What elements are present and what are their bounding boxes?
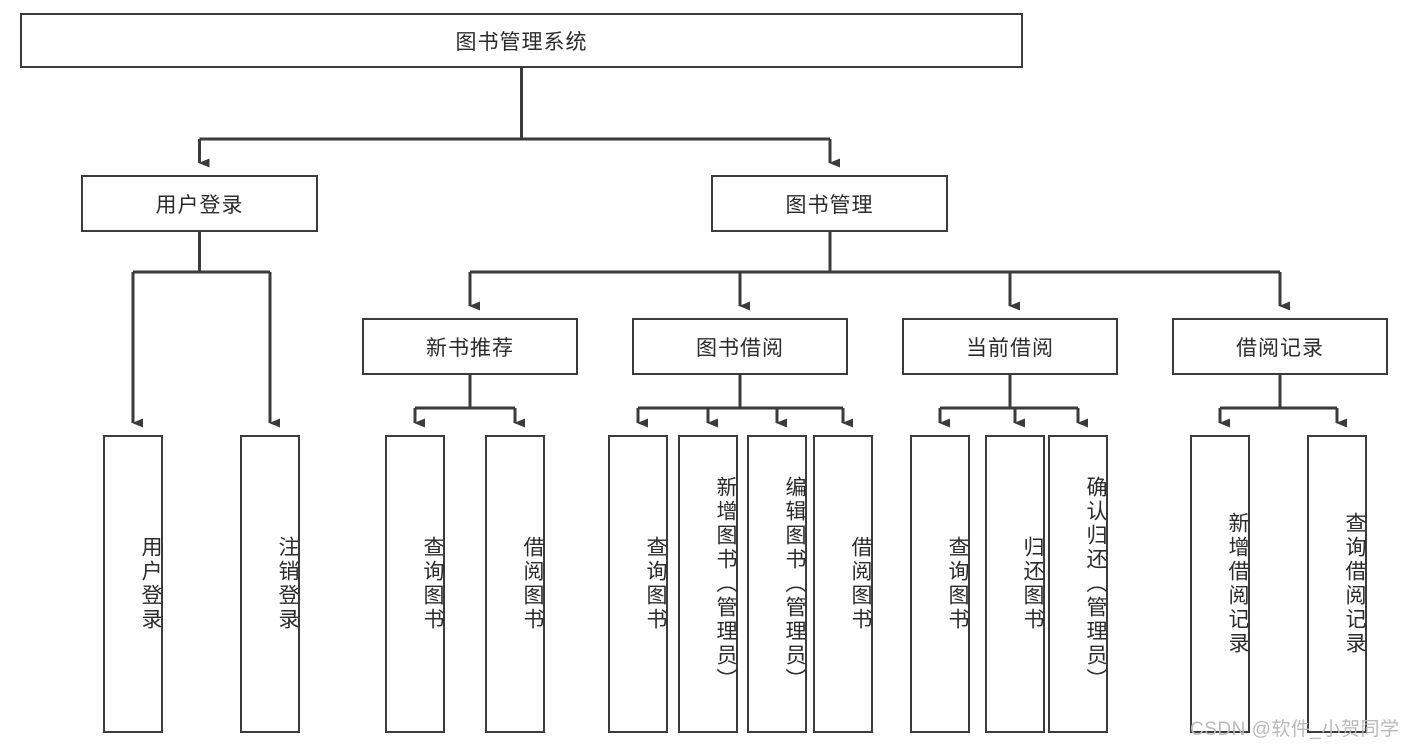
node-user-login[interactable]: 用户登录 xyxy=(81,175,318,232)
watermark: CSDN @软件_小贺同学 xyxy=(1190,719,1400,740)
node-label: 借阅图书 xyxy=(521,536,544,632)
node-label: 查询图书 xyxy=(946,536,969,632)
leaf-query-books-recommend[interactable]: 查询图书 xyxy=(385,435,445,733)
node-label: 图书管理 xyxy=(785,193,874,217)
leaf-edit-book-admin[interactable]: 编辑图书（管理员） xyxy=(747,435,807,733)
leaf-query-books-current[interactable]: 查询图书 xyxy=(910,435,970,733)
node-root[interactable]: 图书管理系统 xyxy=(20,13,1023,68)
leaf-add-borrow-record[interactable]: 新增借阅记录 xyxy=(1190,435,1250,733)
node-label: 借阅记录 xyxy=(1236,336,1324,360)
leaf-borrow-books-recommend[interactable]: 借阅图书 xyxy=(485,435,545,733)
node-book-borrow[interactable]: 图书借阅 xyxy=(632,318,848,375)
node-book-management[interactable]: 图书管理 xyxy=(711,175,948,232)
node-label: 借阅图书 xyxy=(849,536,872,632)
node-label: 用户登录 xyxy=(155,193,244,217)
leaf-logout[interactable]: 注销登录 xyxy=(240,435,300,733)
node-label: 当前借阅 xyxy=(966,336,1054,360)
leaf-add-book-admin[interactable]: 新增图书（管理员） xyxy=(678,435,738,733)
node-label: 用户登录 xyxy=(139,536,162,632)
node-label: 编辑图书（管理员） xyxy=(783,476,806,692)
node-label: 查询图书 xyxy=(644,536,667,632)
node-label: 新增借阅记录 xyxy=(1226,512,1249,656)
leaf-return-books[interactable]: 归还图书 xyxy=(985,435,1045,733)
node-label: 图书借阅 xyxy=(696,336,784,360)
leaf-user-login[interactable]: 用户登录 xyxy=(103,435,163,733)
node-current-borrow[interactable]: 当前借阅 xyxy=(902,318,1118,375)
node-label: 归还图书 xyxy=(1021,536,1044,632)
leaf-query-books-borrow[interactable]: 查询图书 xyxy=(608,435,668,733)
leaf-borrow-books[interactable]: 借阅图书 xyxy=(813,435,873,733)
node-label: 图书管理系统 xyxy=(455,30,588,54)
node-new-book-recommend[interactable]: 新书推荐 xyxy=(362,318,578,375)
node-label: 确认归还（管理员） xyxy=(1084,476,1107,692)
node-label: 新书推荐 xyxy=(426,336,514,360)
node-label: 查询图书 xyxy=(421,536,444,632)
node-label: 注销登录 xyxy=(276,536,299,632)
node-borrow-records[interactable]: 借阅记录 xyxy=(1172,318,1388,375)
leaf-query-borrow-record[interactable]: 查询借阅记录 xyxy=(1307,435,1367,733)
node-label: 新增图书（管理员） xyxy=(714,476,737,692)
node-label: 查询借阅记录 xyxy=(1343,512,1366,656)
leaf-confirm-return-admin[interactable]: 确认归还（管理员） xyxy=(1048,435,1108,733)
